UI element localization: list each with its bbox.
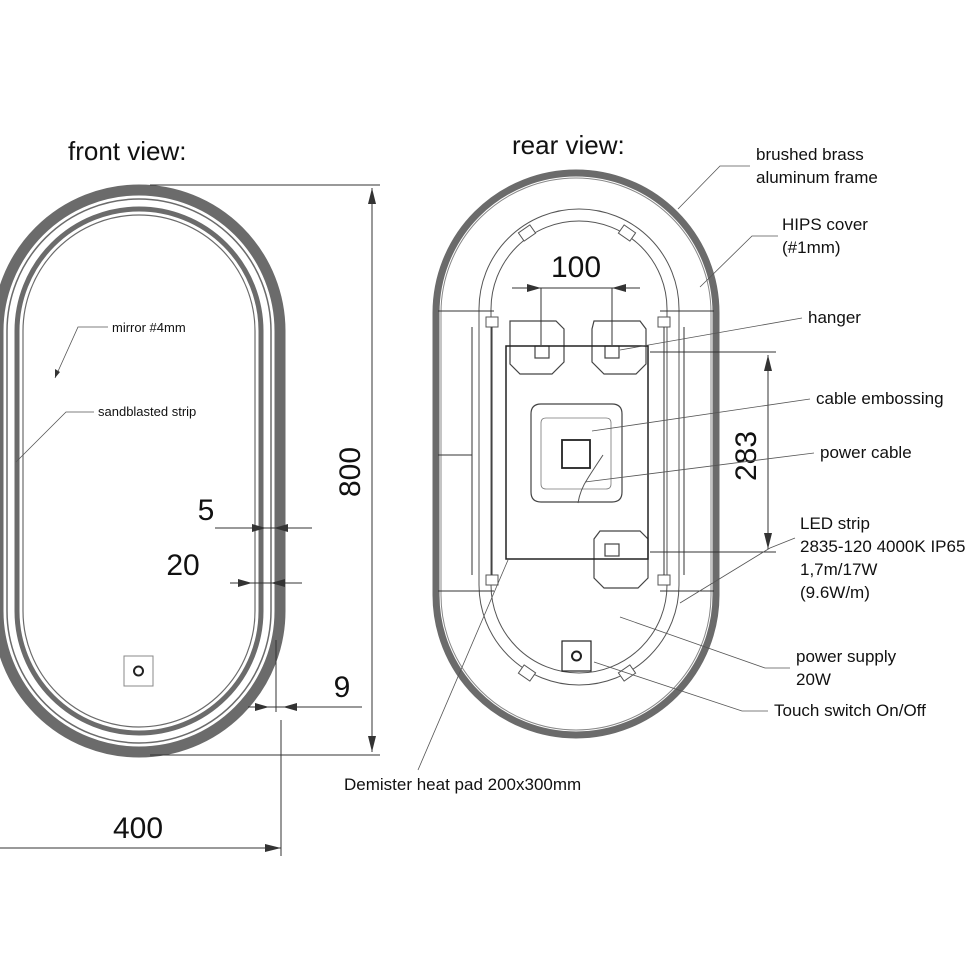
hips-cover-track-inner: [490, 220, 668, 674]
mirror-arrowhead: [55, 369, 60, 378]
dim-283-arrow-top: [764, 355, 772, 371]
psu-leader: [619, 616, 790, 669]
rear-view-title: rear view:: [512, 130, 625, 160]
dim-400-value: 400: [113, 812, 163, 845]
cable-port: [561, 439, 591, 469]
dim-400-arrow-right: [265, 844, 281, 852]
embossing-label: cable embossing: [816, 389, 944, 408]
front-view: front view: mirror #4mm sandblasted stri…: [0, 136, 380, 856]
frame-label-line1: brushed brass: [756, 145, 864, 164]
dim-800-value: 800: [334, 447, 367, 497]
dim-20-value: 20: [166, 549, 199, 582]
dim-5-arrow-left: [252, 524, 266, 532]
rear-view: rear view:: [344, 130, 965, 794]
hips-cover-track-outer: [478, 208, 680, 686]
dim-100-arrow-left: [527, 284, 541, 292]
dim-100-value: 100: [551, 251, 601, 284]
led-label-line2: 2835-120 4000K IP65: [800, 537, 965, 556]
dim-800-arrow-bottom: [368, 736, 376, 752]
embossing-leader: [591, 398, 811, 432]
dim-800-arrow-top: [368, 188, 376, 204]
dim-100-arrow-right: [612, 284, 626, 292]
dim-20-arrow-right: [271, 579, 285, 587]
dim-9-arrow-left: [255, 703, 269, 711]
hips-label-line2: (#1mm): [782, 238, 841, 257]
dim-20-arrow-left: [238, 579, 252, 587]
hanger-bottom: [593, 530, 649, 589]
rear-frame: [432, 169, 720, 739]
led-label-line3: 1,7m/17W: [800, 560, 877, 579]
touch-leader: [593, 661, 768, 712]
hanger-left: [509, 320, 565, 375]
psu-label-line2: 20W: [796, 670, 831, 689]
power-cable-label: power cable: [820, 443, 912, 462]
cable-embossing: [530, 403, 623, 503]
psu-label-line1: power supply: [796, 647, 897, 666]
front-view-title: front view:: [68, 136, 187, 166]
led-label-line4: (9.6W/m): [800, 583, 870, 602]
front-mirror-edge: [22, 214, 256, 728]
rear-frame-inner-edge: [440, 177, 712, 731]
frame-label-line2: aluminum frame: [756, 168, 878, 187]
touch-label: Touch switch On/Off: [774, 701, 926, 720]
dim-9-arrow-right: [283, 703, 297, 711]
demister-label: Demister heat pad 200x300mm: [344, 775, 581, 794]
frame-leader: [677, 165, 750, 210]
demister-leader: [417, 559, 509, 771]
led-label-line1: LED strip: [800, 514, 870, 533]
front-sandblasted-strip-inner: [14, 206, 264, 736]
front-frame: [0, 184, 286, 758]
dim-9-value: 9: [334, 671, 351, 704]
power-cable: [577, 454, 604, 504]
sandblasted-leader: [15, 411, 94, 463]
led-clips: [485, 224, 671, 682]
hips-leader: [699, 235, 778, 288]
dim-5-value: 5: [198, 494, 215, 527]
hanger-label: hanger: [808, 308, 861, 327]
hanger-right: [591, 320, 647, 375]
power-cable-leader: [584, 452, 815, 483]
mirror-label: mirror #4mm: [112, 320, 186, 335]
cable-embossing-inner: [540, 417, 612, 490]
hanger-leader: [619, 317, 803, 351]
dim-283-arrow-bottom: [764, 533, 772, 549]
sandblasted-label: sandblasted strip: [98, 404, 196, 419]
front-sandblasted-strip-outer: [6, 198, 272, 744]
dim-283-value: 283: [730, 431, 763, 481]
front-touch-switch-icon: [123, 655, 154, 687]
led-leader: [679, 537, 796, 604]
hips-label-line1: HIPS cover: [782, 215, 868, 234]
demister-heat-pad: [505, 345, 649, 560]
dim-5-arrow-right: [274, 524, 288, 532]
rear-touch-switch-icon: [561, 640, 592, 672]
mirror-leader: [54, 326, 108, 379]
